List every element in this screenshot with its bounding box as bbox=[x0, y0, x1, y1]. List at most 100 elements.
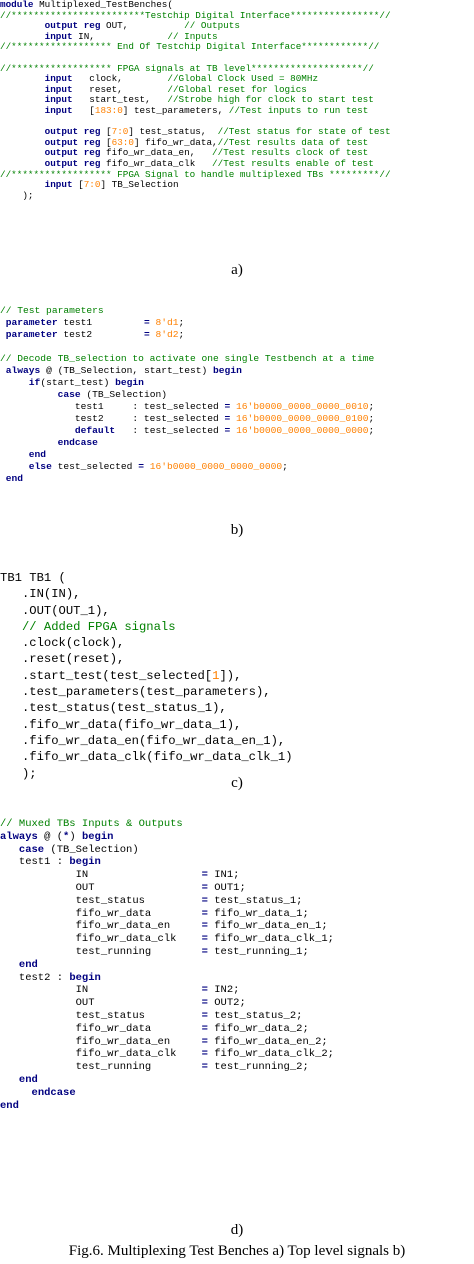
code-token: IN1; bbox=[214, 869, 240, 882]
code-line: .fifo_wr_data_en(fifo_wr_data_en_1), bbox=[0, 733, 474, 749]
code-token: OUT, bbox=[106, 21, 185, 32]
code-line: .OUT(OUT_1), bbox=[0, 603, 474, 619]
code-token: endcase bbox=[31, 1086, 76, 1099]
code-line: fifo_wr_data = fifo_wr_data_2; bbox=[0, 1023, 474, 1036]
code-token: (start_test) bbox=[40, 377, 116, 388]
code-token: = bbox=[201, 1035, 215, 1048]
code-token: ; bbox=[368, 425, 375, 436]
code-token: OUT bbox=[0, 997, 202, 1010]
code-line: ); bbox=[0, 766, 474, 782]
code-token: case bbox=[57, 389, 87, 400]
code-line: case (TB_Selection) bbox=[0, 389, 474, 401]
code-line: parameter test2 = 8'd2; bbox=[0, 329, 474, 341]
code-line: .clock(clock), bbox=[0, 635, 474, 651]
code-token: = bbox=[201, 1022, 215, 1035]
code-token: = bbox=[201, 920, 215, 933]
code-panel-a: module Multiplexed_TestBenches( //*******… bbox=[0, 0, 474, 201]
code-token: 7:0 bbox=[111, 127, 129, 138]
code-token: test1 : test_selected bbox=[0, 401, 225, 412]
code-token: = bbox=[201, 894, 215, 907]
code-line: output reg [63:0] fifo_wr_data,//Test re… bbox=[0, 138, 474, 149]
code-token: input bbox=[44, 74, 90, 85]
code-token: output reg bbox=[44, 137, 107, 148]
code-line: //****************** FPGA signals at TB … bbox=[0, 64, 474, 75]
code-token: = bbox=[201, 1061, 215, 1074]
code-token: fifo_wr_data bbox=[0, 1022, 202, 1035]
code-token: // Added FPGA signals bbox=[21, 619, 176, 634]
code-line: input [7:0] TB_Selection bbox=[0, 180, 474, 191]
code-token bbox=[0, 127, 45, 137]
code-token: [ bbox=[78, 180, 84, 191]
code-token: //****************** FPGA Signal to hand… bbox=[0, 169, 391, 180]
code-line: endcase bbox=[0, 1087, 474, 1100]
code-token: IN, bbox=[78, 31, 168, 42]
code-line: IN = IN1; bbox=[0, 869, 474, 882]
code-token: endcase bbox=[57, 437, 98, 448]
code-line: end bbox=[0, 1074, 474, 1087]
code-line: test1 : test_selected = 16'b0000_0000_00… bbox=[0, 401, 474, 413]
code-token: fifo_wr_data bbox=[0, 907, 202, 920]
code-token: //Test inputs to run test bbox=[228, 105, 369, 116]
code-token: [ bbox=[106, 127, 112, 138]
code-line: OUT = OUT1; bbox=[0, 882, 474, 895]
code-token: .start_test(test_selected[ bbox=[0, 668, 213, 683]
code-token: default bbox=[74, 425, 133, 436]
code-line: // Added FPGA signals bbox=[0, 619, 474, 635]
code-token: @ (TB_Selection, start_test) bbox=[46, 365, 214, 376]
code-line: input [183:0] test_parameters, //Test in… bbox=[0, 106, 474, 117]
code-token: output reg bbox=[44, 127, 107, 138]
code-token: = bbox=[224, 413, 237, 424]
code-line: TB1 TB1 ( bbox=[0, 570, 474, 586]
code-token: (TB_Selection) bbox=[86, 389, 167, 400]
code-token: = bbox=[201, 907, 215, 920]
code-token: fifo_wr_data_en_1; bbox=[214, 920, 328, 933]
code-token: .fifo_wr_data_en(fifo_wr_data_en_1), bbox=[0, 733, 286, 748]
code-line: .test_parameters(test_parameters), bbox=[0, 684, 474, 700]
code-token: case bbox=[18, 843, 51, 856]
code-token: test1 bbox=[63, 317, 144, 328]
code-token: //Global reset for logics bbox=[167, 84, 307, 95]
code-token: : test_selected bbox=[132, 425, 225, 436]
code-token bbox=[0, 377, 29, 388]
code-line: test_status = test_status_2; bbox=[0, 1010, 474, 1023]
code-line: input IN, // Inputs bbox=[0, 32, 474, 43]
code-token: fifo_wr_data_en, bbox=[106, 148, 213, 159]
code-token: fifo_wr_data_clk bbox=[0, 1048, 202, 1061]
code-token: .IN(IN), bbox=[0, 587, 81, 602]
code-token: fifo_wr_data_clk bbox=[0, 933, 202, 946]
code-line: fifo_wr_data_clk = fifo_wr_data_clk_2; bbox=[0, 1048, 474, 1061]
code-token: parameter bbox=[5, 329, 64, 340]
code-token: // Test parameters bbox=[0, 305, 104, 316]
code-token: end bbox=[18, 1073, 38, 1086]
code-token: //****************** FPGA signals at TB … bbox=[0, 63, 374, 74]
code-line: IN = IN2; bbox=[0, 984, 474, 997]
code-token bbox=[0, 461, 29, 472]
code-line: always @ (TB_Selection, start_test) begi… bbox=[0, 365, 474, 377]
code-token: IN bbox=[0, 869, 202, 882]
code-line: // Decode TB_selection to activate one s… bbox=[0, 353, 474, 365]
code-token: if bbox=[28, 377, 41, 388]
code-token: .reset(reset), bbox=[0, 652, 125, 667]
code-token: input bbox=[44, 95, 90, 106]
code-line: .test_status(test_status_1), bbox=[0, 700, 474, 716]
code-token: fifo_wr_data_en_2; bbox=[214, 1035, 328, 1048]
code-token: input bbox=[44, 84, 90, 95]
code-line: if(start_test) begin bbox=[0, 377, 474, 389]
code-token: fifo_wr_data_1; bbox=[214, 907, 309, 920]
code-token: fifo_wr_data_en bbox=[0, 1035, 202, 1048]
code-token: 16'b0000_0000_0000_0100 bbox=[236, 413, 369, 424]
code-token: ] fifo_wr_data, bbox=[133, 137, 218, 148]
code-token: Multiplexed_TestBenches( bbox=[39, 0, 173, 10]
code-token: //Strobe high for clock to start test bbox=[167, 95, 374, 106]
code-line: .fifo_wr_data_clk(fifo_wr_data_clk_1) bbox=[0, 749, 474, 765]
code-panel-c: TB1 TB1 ( .IN(IN), .OUT(OUT_1), // Added… bbox=[0, 570, 474, 782]
code-line: //****************** FPGA Signal to hand… bbox=[0, 170, 474, 181]
code-token: test2 : bbox=[0, 971, 70, 984]
code-token: test_running_2; bbox=[214, 1061, 309, 1074]
code-token: = bbox=[138, 461, 150, 472]
code-token: reset, bbox=[89, 84, 168, 95]
code-token: * bbox=[63, 830, 70, 843]
code-token: test_running bbox=[0, 945, 202, 958]
code-token bbox=[0, 844, 19, 856]
code-token: module bbox=[0, 0, 40, 10]
